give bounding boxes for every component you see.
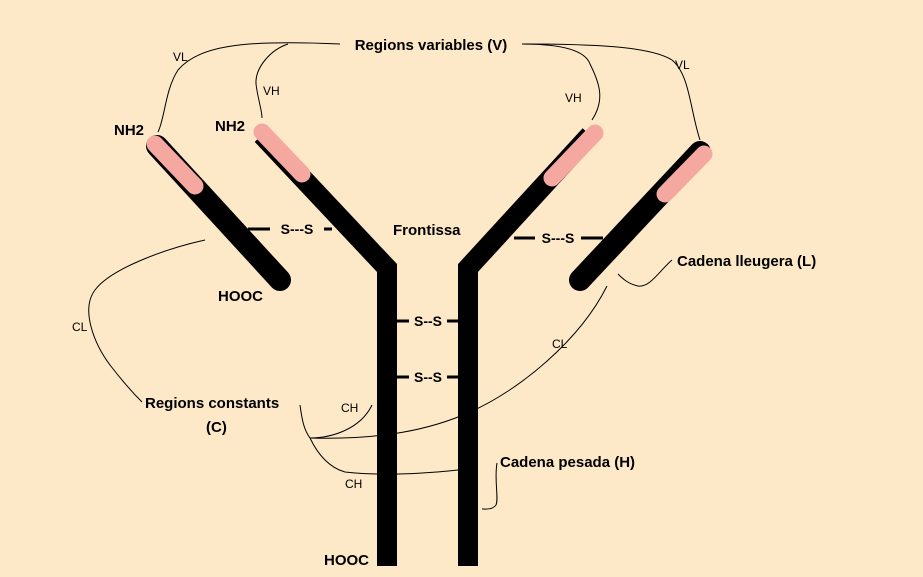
- label-cl-left: CL: [72, 320, 88, 334]
- leader-cl-left: [88, 239, 206, 403]
- label-vh-left: VH: [263, 84, 280, 98]
- leader-vl-right: [521, 43, 701, 141]
- leader-cl-right: [309, 285, 608, 439]
- leader-vl-left: [157, 42, 341, 133]
- heavy-chain-left: [254, 128, 397, 566]
- ss-label-hinge-2: S--S: [414, 369, 442, 385]
- ss-label-hinge-1: S--S: [414, 313, 442, 329]
- label-variable-regions: Regions variables (V): [355, 37, 508, 54]
- label-vh-right: VH: [565, 91, 582, 105]
- label-vl-right: VL: [675, 58, 690, 72]
- label-cl-right: CL: [552, 337, 568, 351]
- label-ch-upper: CH: [341, 401, 358, 415]
- label-heavy-chain: Cadena pesada (H): [500, 454, 635, 471]
- label-hooc-light: HOOC: [218, 288, 263, 305]
- label-light-chain: Cadena lleugera (L): [677, 253, 816, 270]
- label-hinge: Frontissa: [393, 222, 461, 239]
- ss-label-right-arm: S---S: [542, 230, 575, 246]
- variable-region-light-left: [146, 135, 204, 195]
- variable-region-heavy-left: [253, 123, 311, 183]
- label-constant-regions-abbr: (C): [206, 419, 227, 436]
- label-hooc-heavy: HOOC: [324, 552, 369, 569]
- heavy-chain-right: [458, 128, 598, 566]
- label-nh2-left: NH2: [114, 122, 144, 139]
- variable-region-light-right: [656, 145, 713, 203]
- leader-ch-upper: [299, 404, 373, 439]
- leader-vh-left: [255, 43, 289, 119]
- variable-region-heavy-right: [543, 124, 604, 187]
- ss-label-left-arm: S---S: [281, 221, 314, 237]
- leader-vh-right: [521, 43, 601, 121]
- label-constant-regions: Regions constants: [145, 395, 279, 412]
- leader-light-chain: [617, 259, 673, 287]
- leader-heavy-chain: [481, 462, 498, 510]
- leader-ch-lower: [309, 437, 459, 475]
- label-vl-left: VL: [173, 50, 188, 64]
- label-ch-lower: CH: [345, 477, 362, 491]
- label-nh2-inner: NH2: [215, 118, 245, 135]
